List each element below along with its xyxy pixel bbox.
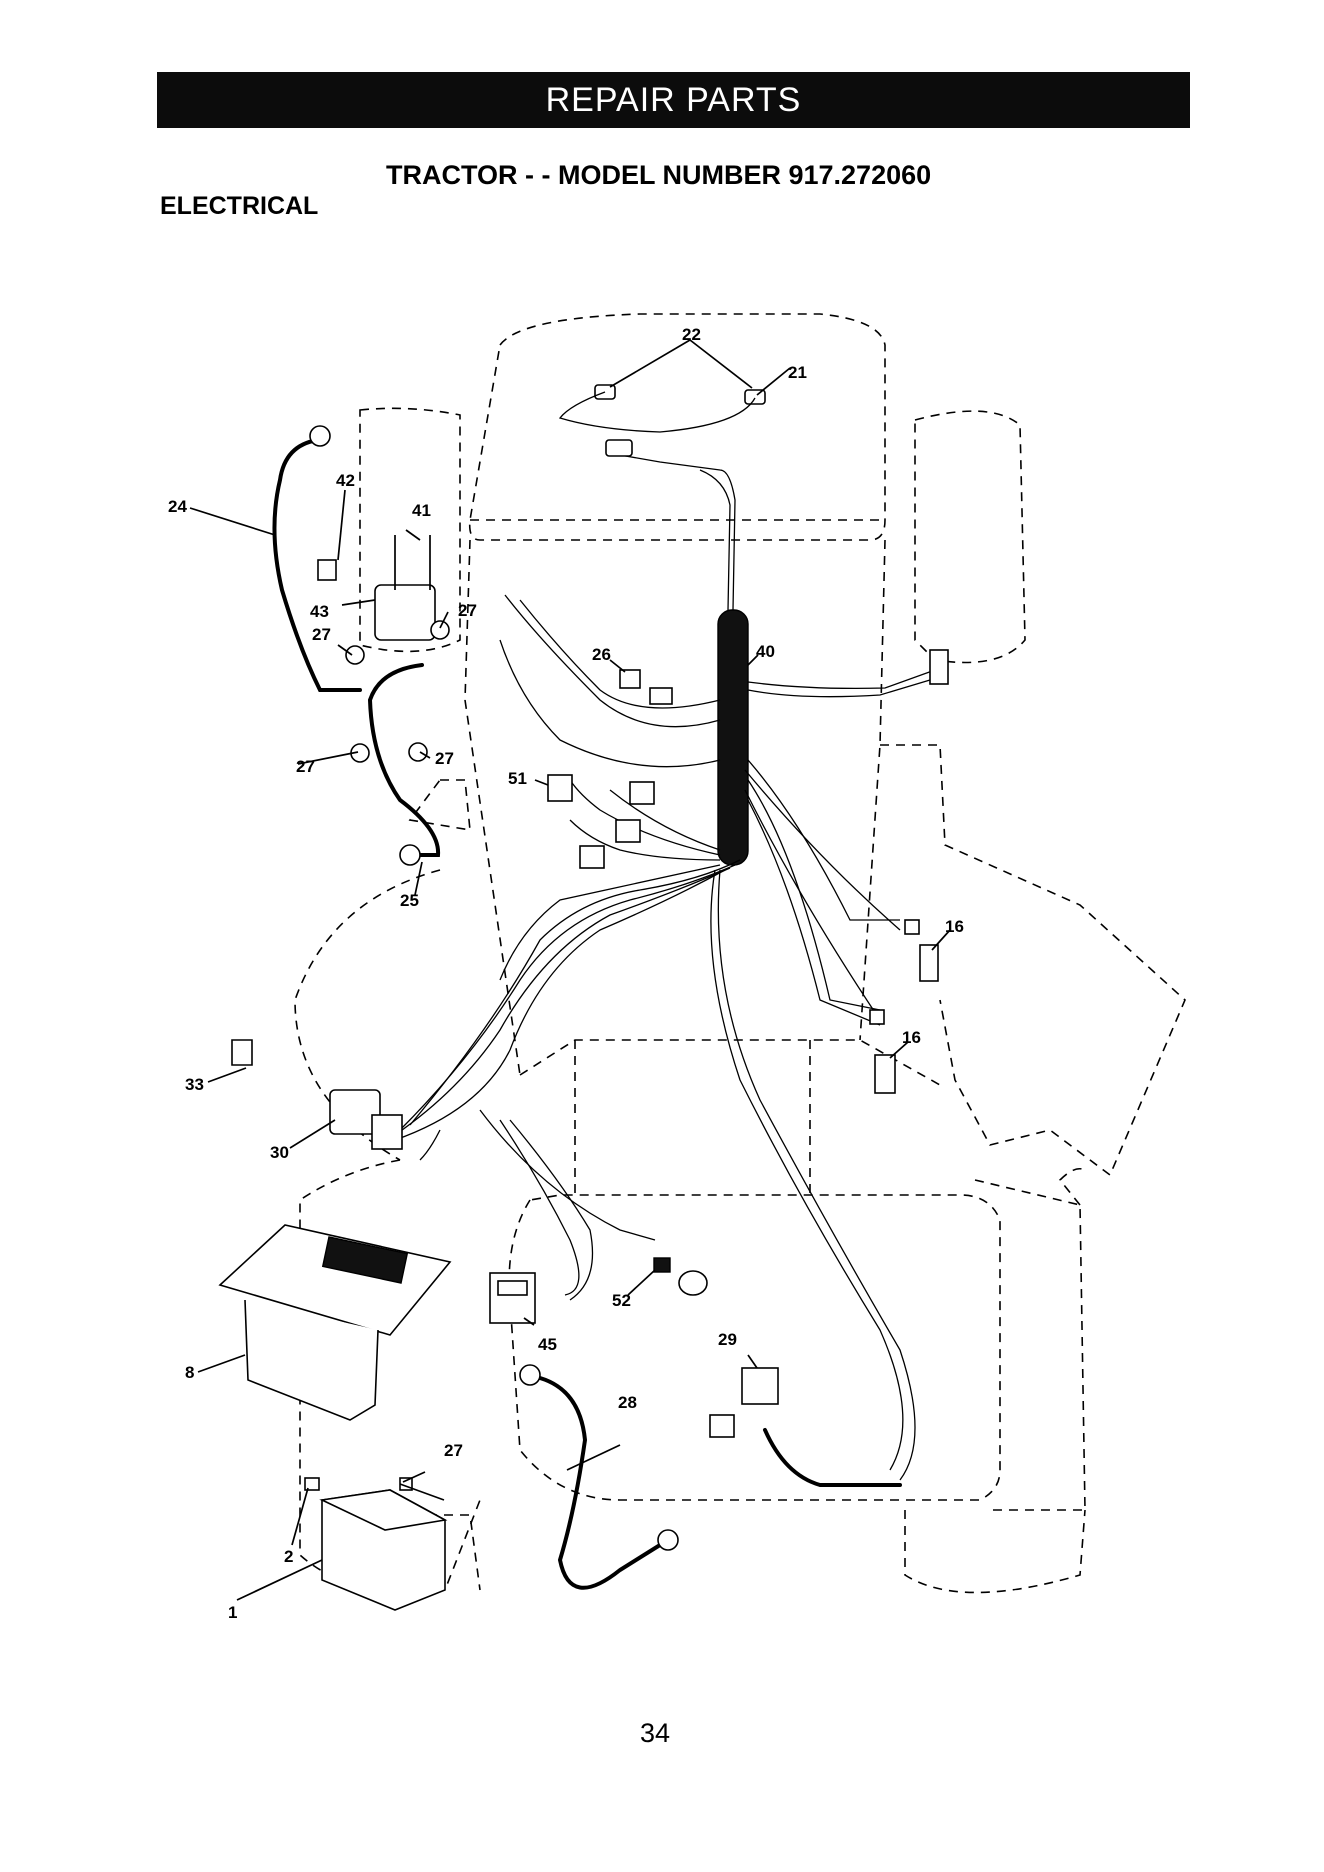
terminal-ring — [658, 1530, 678, 1550]
callout-30: 30 — [270, 1143, 289, 1162]
callout-27b: 27 — [458, 601, 477, 620]
hour-meter-window — [498, 1281, 527, 1295]
callout-29: 29 — [718, 1330, 737, 1349]
callout-27c: 27 — [296, 757, 315, 776]
terminal-ring — [520, 1365, 540, 1385]
leader-lines — [190, 340, 950, 1600]
callout-16a: 16 — [945, 917, 964, 936]
callout-45: 45 — [538, 1335, 557, 1354]
headlight — [745, 390, 765, 404]
page-number: 34 — [640, 1718, 720, 1749]
connector — [905, 920, 919, 934]
connector-16b — [875, 1055, 895, 1093]
callout-42: 42 — [336, 471, 355, 490]
fuse — [654, 1258, 670, 1272]
callout-8: 8 — [185, 1363, 194, 1382]
regulator — [742, 1368, 778, 1404]
switch — [616, 820, 640, 842]
callout-26: 26 — [592, 645, 611, 664]
connector-16 — [920, 945, 938, 981]
regulator-plug — [710, 1415, 734, 1437]
nut — [346, 646, 364, 664]
terminal-ring — [310, 426, 330, 446]
callout-41: 41 — [412, 501, 431, 520]
terminal-ring — [400, 845, 420, 865]
relay-51 — [548, 775, 572, 801]
coil-cord — [765, 1430, 900, 1485]
bolt-42 — [318, 560, 336, 580]
callout-2: 2 — [284, 1547, 293, 1566]
clip — [232, 1040, 252, 1065]
callout-16b: 16 — [902, 1028, 921, 1047]
fuse-loop — [679, 1271, 707, 1295]
callout-28: 28 — [618, 1393, 637, 1412]
connector — [870, 1010, 884, 1024]
ignition-plug — [372, 1115, 402, 1149]
harness-sleeve — [718, 610, 748, 865]
nut — [431, 621, 449, 639]
solenoid — [375, 585, 435, 640]
callout-33: 33 — [185, 1075, 204, 1094]
callout-27d: 27 — [435, 749, 454, 768]
switch — [630, 782, 654, 804]
callout-43: 43 — [310, 602, 329, 621]
switch-26 — [620, 670, 640, 688]
callout-52: 52 — [612, 1291, 631, 1310]
callout-22: 22 — [682, 325, 701, 344]
callout-27a: 27 — [312, 625, 331, 644]
connector — [606, 440, 632, 456]
callout-1: 1 — [228, 1603, 237, 1622]
callout-40: 40 — [756, 642, 775, 661]
connector-right — [930, 650, 948, 684]
callout-24: 24 — [168, 497, 187, 516]
switch-26b — [650, 688, 672, 704]
callout-27e: 27 — [444, 1441, 463, 1460]
switch — [580, 846, 604, 868]
callout-25: 25 — [400, 891, 419, 910]
callout-51: 51 — [508, 769, 527, 788]
callout-21: 21 — [788, 363, 807, 382]
cable-25 — [370, 665, 438, 855]
nut — [409, 743, 427, 761]
